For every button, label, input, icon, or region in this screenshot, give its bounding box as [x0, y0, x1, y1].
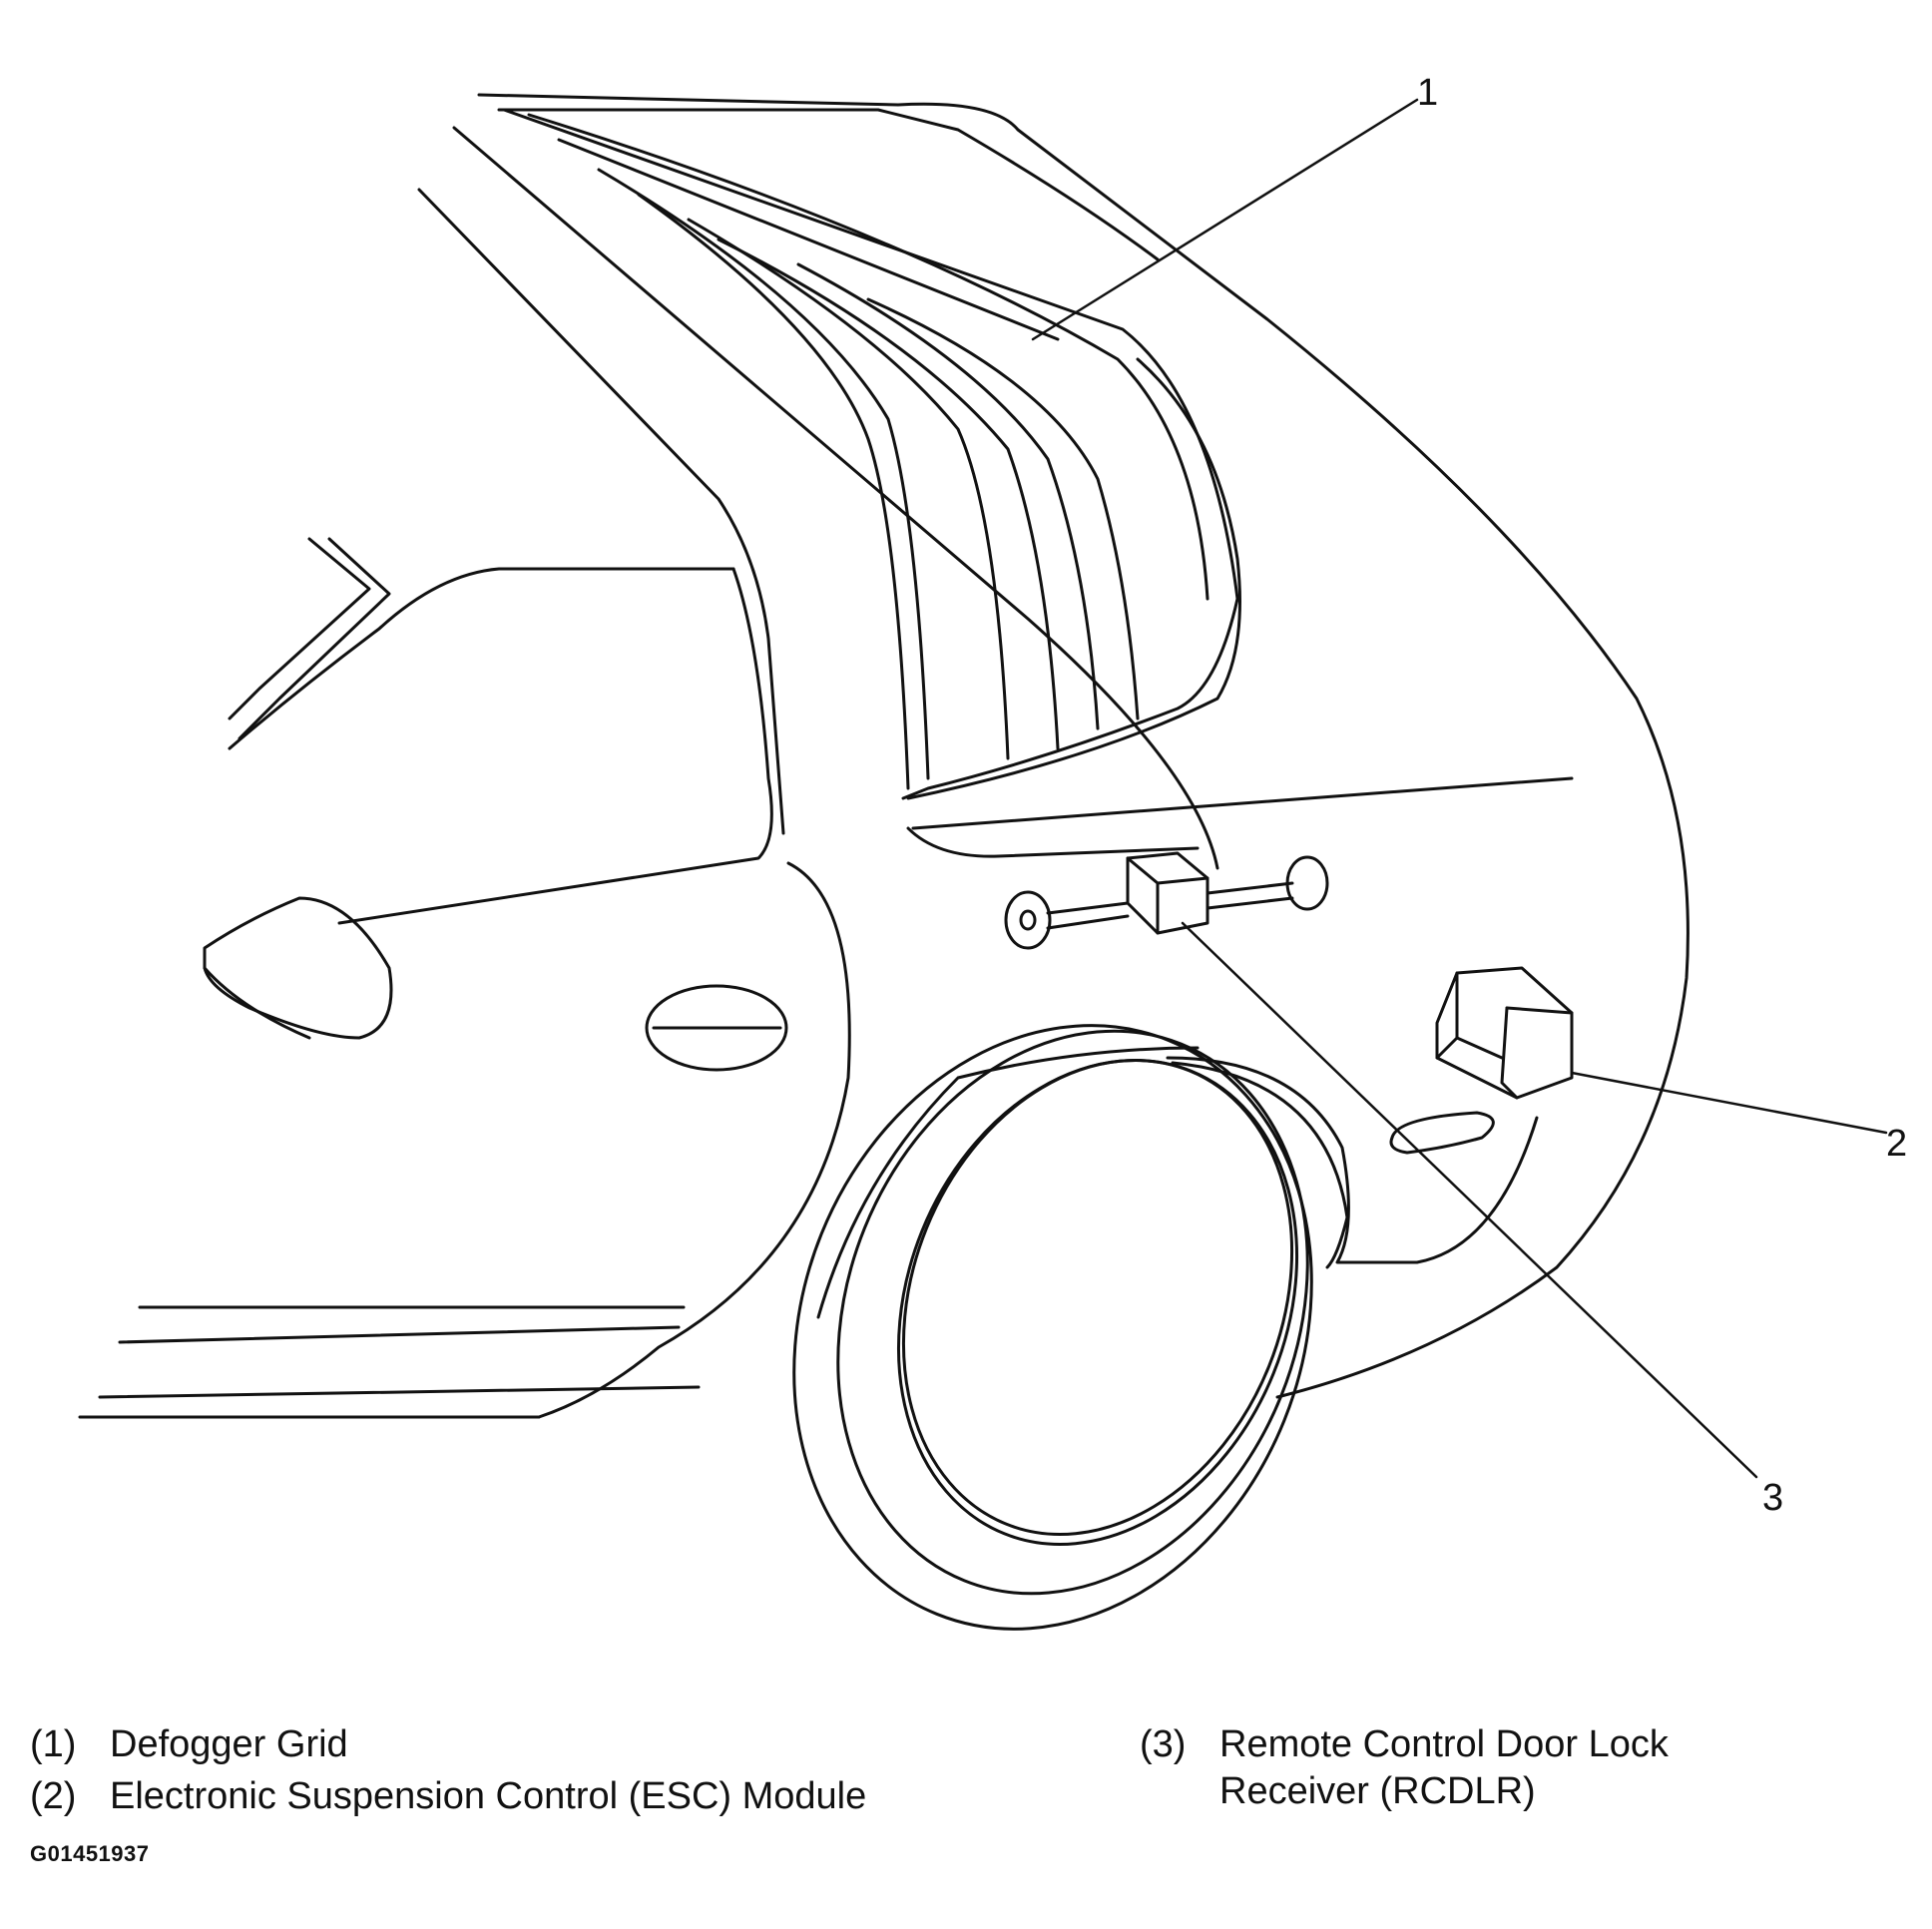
legend-text-2: Electronic Suspension Control (ESC) Modu…: [110, 1775, 867, 1817]
legend-text-3-line2: Receiver (RCDLR): [1219, 1770, 1536, 1812]
front-window-lower: [228, 567, 735, 750]
callout-2-label: 2: [1886, 1123, 1908, 1165]
legend-text-1: Defogger Grid: [110, 1723, 348, 1765]
leader-line-1: [1031, 98, 1419, 341]
legend-num-1: (1): [30, 1723, 77, 1765]
door-handle-recess: [645, 984, 788, 1072]
wheel-arch: [1166, 1056, 1539, 1264]
rear-window-outer: [502, 108, 1239, 800]
leader-line-2: [1570, 1071, 1888, 1135]
legend-text-3: Remote Control Door Lock: [1219, 1723, 1669, 1765]
esc-module-drawing: [1435, 966, 1574, 1100]
rcdlr-drawing: [1004, 851, 1329, 950]
door-shut-line: [537, 861, 851, 1419]
vehicle-line-drawing: [78, 93, 1888, 1631]
legend: (1) Defogger Grid (2) Electronic Suspens…: [0, 1696, 1932, 1929]
rear-wheel: [792, 1024, 1349, 1631]
defogger-grid: [527, 113, 1209, 790]
rear-quarter-window: [906, 357, 1241, 800]
belt-line: [911, 776, 1574, 830]
vehicle-component-diagram: 1 2 3: [78, 72, 1908, 1631]
legend-item-2: (2) Electronic Suspension Control (ESC) …: [30, 1773, 866, 1819]
roof-inner-line: [452, 126, 1219, 870]
leader-line-3: [1181, 921, 1758, 1479]
legend-item-1: (1) Defogger Grid: [30, 1721, 348, 1767]
legend-item-3: (3) Remote Control Door Lock: [1140, 1721, 1669, 1767]
roof-rail-line: [417, 188, 785, 835]
callout-1-label: 1: [1417, 72, 1439, 114]
callout-3-label: 3: [1762, 1477, 1784, 1519]
body-outer-contour: [477, 93, 1690, 1399]
figure-id: G01451937: [30, 1841, 150, 1866]
legend-num-2: (2): [30, 1775, 77, 1817]
door-window-sill: [337, 567, 773, 925]
roof-edge: [497, 108, 1160, 261]
front-window-frame: [238, 537, 391, 740]
body-crease: [118, 1325, 681, 1344]
legend-num-3: (3): [1140, 1723, 1187, 1765]
belt-trim: [906, 826, 1200, 858]
side-marker-light: [1389, 1111, 1495, 1155]
